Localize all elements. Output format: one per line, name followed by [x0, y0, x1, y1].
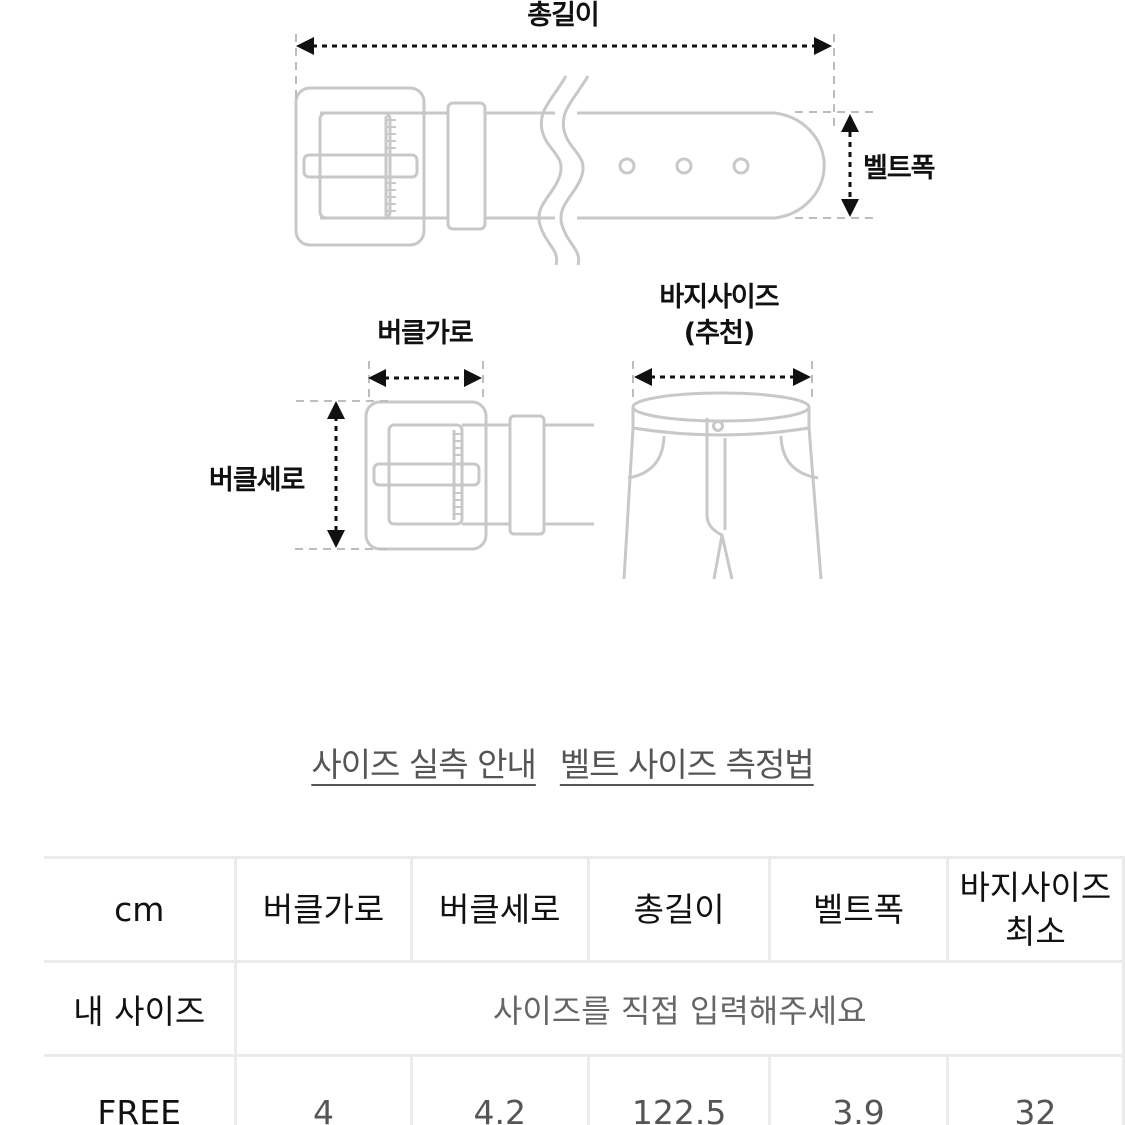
cell-belt-width: 3.9 [768, 1054, 949, 1125]
table-row: FREE 4 4.2 122.5 3.9 32 [44, 1054, 1125, 1125]
cell-buckle-height: 4.2 [409, 1054, 590, 1125]
column-header-pants-size-min: 바지사이즈 최소 [945, 856, 1125, 963]
column-header-belt-width: 벨트폭 [768, 856, 949, 963]
pants-size-label: 바지사이즈 (추천) [659, 280, 779, 352]
cell-pants-size-min: 32 [945, 1054, 1125, 1125]
my-size-row: 내 사이즈 사이즈를 직접 입력해주세요 [44, 960, 1125, 1057]
size-table: cm 버클가로 버클세로 총길이 벨트폭 바지사이즈 최소 내 사이즈 사이즈를… [44, 856, 1125, 1125]
size-measurement-guide-link[interactable]: 사이즈 실측 안내 [311, 745, 536, 784]
column-header-buckle-height: 버클세로 [409, 856, 590, 963]
belt-width-label: 벨트폭 [863, 153, 936, 184]
belt-illustration [294, 34, 873, 580]
pants-size-label-line2: (추천) [683, 318, 755, 349]
table-header-row: cm 버클가로 버클세로 총길이 벨트폭 바지사이즈 최소 [44, 856, 1125, 963]
pants-size-label-line1: 바지사이즈 [659, 282, 779, 313]
belt-measurement-method-link[interactable]: 벨트 사이즈 측정법 [559, 745, 815, 784]
column-header-pants-size-line1: 바지사이즈 [959, 867, 1112, 907]
my-size-input[interactable]: 사이즈를 직접 입력해주세요 [234, 960, 1125, 1057]
buckle-height-label: 버클세로 [209, 465, 305, 496]
column-header-total-length: 총길이 [586, 856, 772, 963]
size-guide-links: 사이즈 실측 안내 벨트 사이즈 측정법 [0, 738, 1125, 786]
column-header-buckle-width: 버클가로 [234, 856, 413, 963]
size-label-free: FREE [44, 1054, 238, 1125]
cell-buckle-width: 4 [234, 1054, 413, 1125]
column-header-pants-size-line2: 최소 [1004, 911, 1066, 951]
cell-total-length: 122.5 [586, 1054, 772, 1125]
my-size-label: 내 사이즈 [44, 960, 238, 1057]
belt-size-diagram: 총길이 벨트폭 버클가로 버클세로 바지사이즈 (추천) [209, 0, 936, 580]
buckle-width-label: 버클가로 [377, 318, 473, 349]
unit-header: cm [44, 856, 238, 963]
total-length-label: 총길이 [527, 0, 600, 31]
